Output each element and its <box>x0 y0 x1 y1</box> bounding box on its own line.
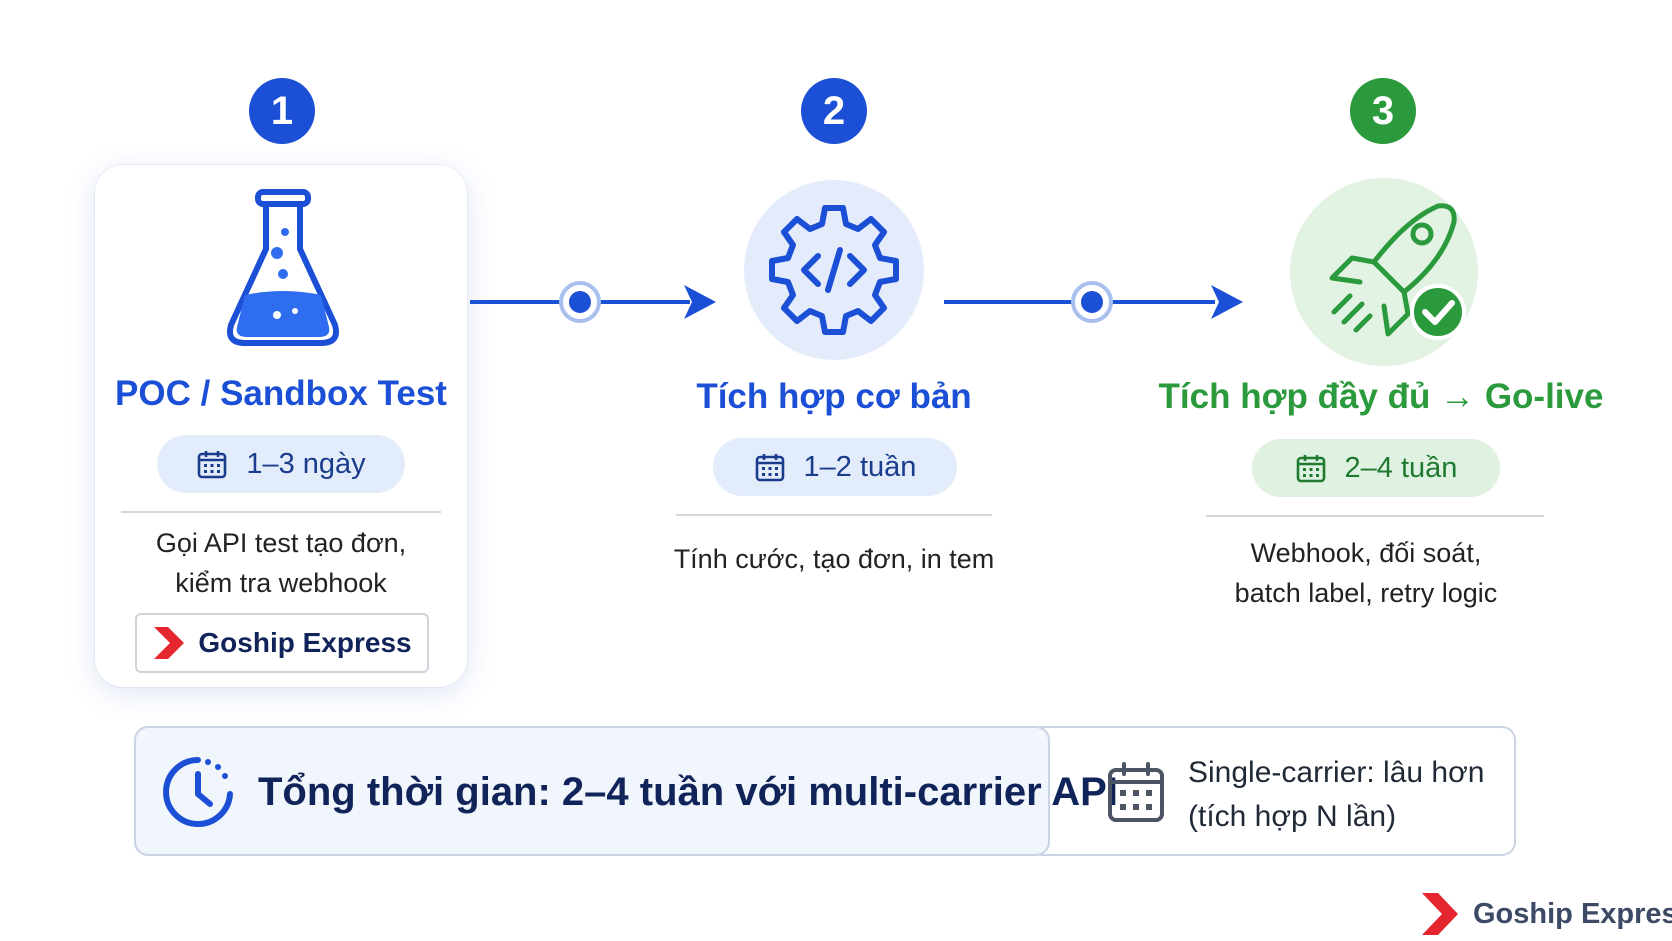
step-3-duration: 2–4 tuần <box>1344 451 1458 484</box>
step-3-title: Tích hợp đầy đủ → Go-live <box>1158 377 1604 416</box>
calendar-large-icon <box>1108 762 1164 822</box>
step-2-desc-line-1: Tính cước, tạo đơn, in tem <box>673 544 995 574</box>
summary-total-panel <box>134 726 1050 856</box>
step-1-desc-line-1: Gọi API test tạo đơn, <box>155 528 407 558</box>
flask-icon <box>227 189 339 346</box>
calendar-icon <box>1296 455 1325 483</box>
footer-brand-text: Goship Express <box>1473 898 1672 930</box>
step-3-duration-pill: 2–4 tuần <box>1252 439 1500 497</box>
step-1-duration-pill: 1–3 ngày <box>157 435 405 493</box>
goship-badge-text: Goship Express <box>198 627 412 658</box>
step-2-divider <box>676 514 992 516</box>
step-2-duration-pill: 1–2 tuần <box>713 438 957 496</box>
summary-single-line-2: (tích hợp N lần) <box>1188 800 1397 833</box>
calendar-icon <box>198 451 227 479</box>
step-3-number: 3 <box>1350 78 1416 144</box>
summary-single-carrier-panel <box>1040 726 1516 856</box>
summary-total-text: Tổng thời gian: 2–4 tuần với multi-carri… <box>258 770 1118 814</box>
code-gear-icon <box>769 205 899 335</box>
step-2-duration: 1–2 tuần <box>803 450 917 483</box>
goship-footer-logo-icon <box>1422 893 1458 935</box>
rocket-check-icon <box>1329 203 1466 340</box>
goship-logo-icon <box>154 627 185 659</box>
summary-single-line-1: Single-carrier: lâu hơn <box>1188 756 1485 789</box>
step-3-divider <box>1206 515 1544 517</box>
arrowhead-2 <box>1211 285 1243 319</box>
arrowhead-1 <box>684 285 716 319</box>
step-3-desc-line-1: Webhook, đối soát, <box>1250 538 1482 568</box>
step-1-divider <box>121 511 441 513</box>
clock-icon <box>163 757 233 827</box>
calendar-icon <box>755 454 784 482</box>
check-badge-icon <box>1410 284 1466 340</box>
goship-badge: Goship Express <box>135 613 429 673</box>
step-1-duration: 1–3 ngày <box>246 447 366 480</box>
step-2-number: 2 <box>801 78 867 144</box>
step-3-desc-line-2: batch label, retry logic <box>1234 578 1498 608</box>
step-1-number: 1 <box>249 78 315 144</box>
step-1-title: POC / Sandbox Test <box>115 374 447 413</box>
step-2-title: Tích hợp cơ bản <box>696 377 972 416</box>
step-1-desc-line-2: kiểm tra webhook <box>175 568 387 598</box>
